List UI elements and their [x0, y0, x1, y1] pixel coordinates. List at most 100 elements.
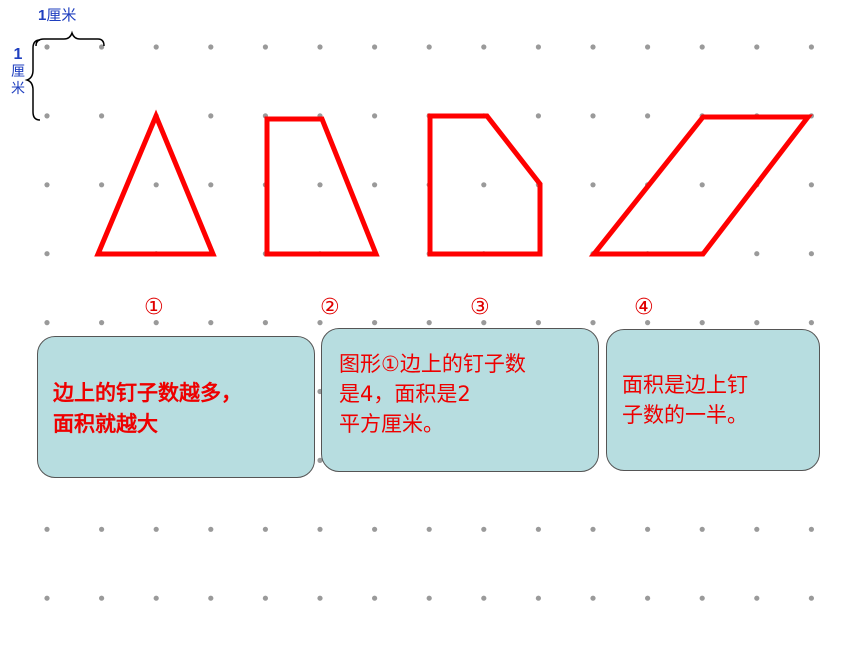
statement-1-line-1: 边上的钉子数越多， — [53, 381, 242, 405]
grid-dot — [808, 44, 815, 50]
statement-3-line-2: 子数的一半。 — [622, 403, 748, 427]
grid-dot — [99, 320, 105, 326]
shape-label-3: ③ — [470, 295, 490, 320]
height-scale-unit-1: 厘 — [11, 64, 25, 80]
height-scale-unit-2: 米 — [11, 81, 25, 97]
grid-dot — [44, 182, 50, 188]
height-brace — [24, 39, 41, 121]
grid-dot — [262, 44, 268, 50]
grid-dot — [590, 320, 596, 326]
grid-dot — [208, 182, 214, 188]
grid-dot — [481, 526, 487, 532]
grid-dot — [481, 595, 487, 601]
grid-dot — [208, 526, 214, 532]
width-brace — [35, 30, 105, 47]
grid-dot — [317, 44, 323, 50]
grid-dot — [754, 526, 760, 532]
height-scale-number: 1 — [13, 46, 23, 63]
grid-dot — [754, 595, 760, 601]
grid-dot — [99, 526, 105, 532]
grid-dot — [426, 320, 432, 326]
grid-dot — [208, 320, 214, 326]
grid-dot — [208, 595, 214, 601]
grid-dot — [372, 113, 378, 119]
grid-dot — [535, 595, 542, 601]
height-scale-label: 1 厘 米 — [8, 46, 28, 98]
grid-dot — [699, 526, 705, 532]
grid-dot — [645, 320, 651, 326]
statement-2-line-3: 平方厘米。 — [339, 412, 444, 436]
shape-label-4: ④ — [634, 295, 654, 320]
grid-dot — [99, 113, 105, 119]
triangle-shape — [94, 109, 217, 257]
grid-dot — [208, 44, 214, 50]
grid-dot — [317, 595, 323, 601]
grid-dot — [590, 113, 596, 119]
grid-dot — [808, 595, 815, 601]
grid-dot — [426, 44, 432, 50]
grid-dot — [44, 113, 50, 119]
grid-dot — [372, 182, 378, 188]
grid-dot — [44, 595, 50, 601]
width-scale-unit: 厘米 — [46, 6, 77, 24]
grid-dot — [754, 320, 760, 326]
grid-dot — [153, 182, 159, 188]
grid-dot — [699, 44, 705, 50]
grid-dot — [590, 44, 596, 50]
grid-dot — [99, 44, 105, 50]
grid-dot — [590, 182, 596, 188]
grid-dot — [481, 44, 487, 50]
grid-dot — [754, 44, 760, 50]
grid-dot — [317, 526, 323, 532]
statement-box-3: 面积是边上钉 子数的一半。 — [606, 329, 820, 471]
grid-dot — [372, 320, 378, 326]
grid-dot — [44, 44, 50, 50]
grid-dot — [481, 320, 487, 326]
grid-dot — [153, 320, 159, 326]
grid-dot — [153, 595, 159, 601]
width-scale-number: 1 — [38, 7, 47, 24]
statement-1-line-2: 面积就越大 — [53, 412, 158, 436]
pentagon-shape — [427, 113, 543, 257]
grid-dot — [645, 44, 651, 50]
grid-dot — [153, 526, 159, 532]
grid-dot — [262, 526, 268, 532]
shape-label-1: ① — [144, 295, 164, 320]
statement-box-2: 图形①边上的钉子数 是4，面积是2 平方厘米。 — [321, 328, 599, 472]
grid-dot — [481, 182, 487, 188]
grid-dot — [44, 526, 50, 532]
grid-dot — [808, 182, 815, 188]
statement-2-line-2: 是4，面积是2 — [339, 382, 471, 406]
grid-dot — [426, 595, 432, 601]
width-scale-label: 1厘米 — [38, 6, 77, 24]
grid-dot — [317, 320, 323, 326]
grid-dot — [372, 526, 378, 532]
grid-dot — [754, 251, 760, 257]
grid-dot — [808, 526, 815, 532]
grid-dot — [44, 251, 50, 257]
grid-dot — [645, 595, 651, 601]
grid-dot — [426, 526, 432, 532]
grid-dot — [99, 182, 105, 188]
grid-dot — [535, 320, 542, 326]
grid-dot — [590, 526, 596, 532]
grid-dot — [372, 595, 378, 601]
grid-dot — [645, 113, 651, 119]
grid-dot — [44, 320, 50, 326]
grid-dot — [699, 595, 705, 601]
statement-3-line-1: 面积是边上钉 — [622, 373, 748, 397]
grid-dot — [808, 251, 815, 257]
trapezoid-shape — [264, 116, 380, 257]
grid-dot — [317, 182, 323, 188]
grid-dot — [535, 113, 542, 119]
grid-dot — [372, 44, 378, 50]
grid-dot — [262, 320, 268, 326]
grid-dot — [535, 44, 542, 50]
statement-box-1: 边上的钉子数越多， 面积就越大 — [37, 336, 315, 478]
grid-dot — [699, 182, 705, 188]
grid-dot — [808, 320, 815, 326]
grid-dot — [645, 526, 651, 532]
grid-dot — [208, 113, 214, 119]
grid-dot — [590, 595, 596, 601]
